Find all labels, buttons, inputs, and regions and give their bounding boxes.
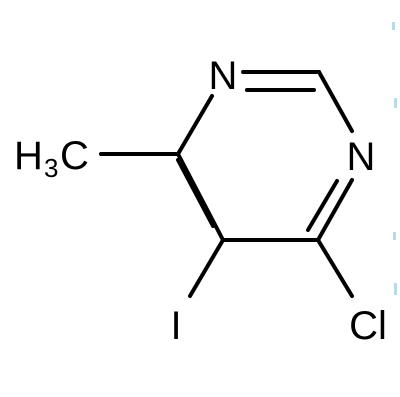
bond-c5-c6 [176,152,225,242]
bond-c5-iodine [188,238,225,298]
edge-artifact [394,283,397,295]
bond-n3-c4 [316,178,354,242]
atom-label-iodine: I [170,304,181,348]
atom-label-n-top: N [209,54,238,98]
bond-c2-n3 [317,70,354,133]
bond-c4-chlorine [316,238,354,298]
atom-label-methyl-c: C [60,134,89,178]
bond-c5-c6-double [176,158,215,228]
edge-artifact [394,98,397,108]
edge-artifact [393,232,396,240]
atom-label-methyl-h: H [14,134,43,178]
bond-n3-c4-double [306,179,339,232]
atom-label-n-right: N [347,135,376,179]
atom-label-chlorine: Cl [349,304,387,348]
edge-artifact [392,22,395,30]
bond-n1-c6 [176,94,214,156]
atom-label-methyl-subscript: 3 [44,153,58,183]
